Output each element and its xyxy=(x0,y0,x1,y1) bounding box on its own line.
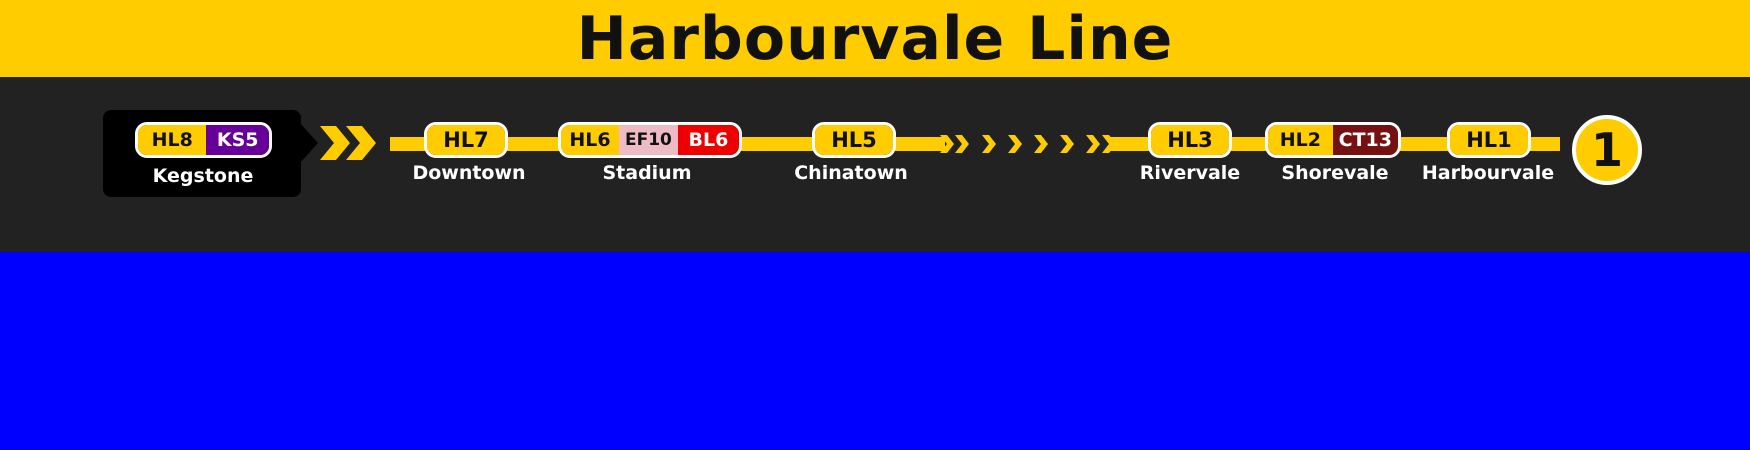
station-name-shorevale: Shorevale xyxy=(1281,162,1389,184)
small-chevron-right-icon xyxy=(940,135,1116,153)
station-code-hl6: HL6 xyxy=(561,125,619,155)
station-codes-shorevale: HL2 CT13 xyxy=(1265,122,1401,158)
station-code-bl6: BL6 xyxy=(677,125,739,155)
station-codes-downtown: HL7 xyxy=(424,122,508,158)
station-name-chinatown: Chinatown xyxy=(794,162,908,184)
station-codes-rivervale: HL3 xyxy=(1148,122,1232,158)
line-title: Harbourvale Line xyxy=(576,3,1174,74)
station-code-hl3: HL3 xyxy=(1151,125,1229,155)
station-name-downtown: Downtown xyxy=(412,162,526,184)
line-number-badge: 1 xyxy=(1572,115,1642,185)
current-station-name: Kegstone xyxy=(152,165,254,187)
station-code-hl5: HL5 xyxy=(815,125,893,155)
station-code-hl1: HL1 xyxy=(1450,125,1528,155)
station-name-harbourvale: Harbourvale xyxy=(1421,162,1555,184)
station-codes-stadium: HL6 EF10 BL6 xyxy=(558,122,742,158)
current-station-codes: HL8 KS5 xyxy=(135,122,272,158)
current-station-pointer xyxy=(300,123,318,163)
station-code-ef10: EF10 xyxy=(618,125,678,155)
line-header: Harbourvale Line xyxy=(0,0,1750,77)
station-codes-chinatown: HL5 xyxy=(812,122,896,158)
station-code-hl8: HL8 xyxy=(138,125,207,155)
station-code-hl7: HL7 xyxy=(427,125,505,155)
station-name-stadium: Stadium xyxy=(602,162,692,184)
station-code-ct13: CT13 xyxy=(1332,125,1398,155)
station-code-ks5: KS5 xyxy=(206,125,269,155)
station-code-hl2: HL2 xyxy=(1268,125,1333,155)
station-name-rivervale: Rivervale xyxy=(1139,162,1241,184)
station-codes-harbourvale: HL1 xyxy=(1447,122,1531,158)
double-chevron-right-icon xyxy=(320,126,376,160)
